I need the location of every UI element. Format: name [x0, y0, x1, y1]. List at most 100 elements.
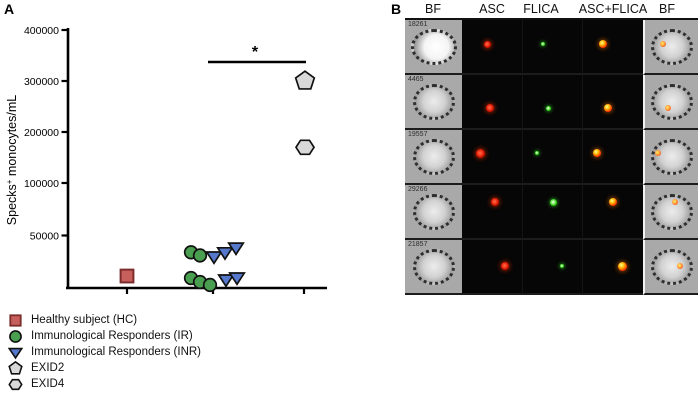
- legend-marker-circle-icon: [9, 329, 22, 343]
- merged-speck-dot: [593, 149, 601, 157]
- legend-marker-triangle-down-icon: [8, 347, 23, 359]
- cell-id: 21857: [408, 241, 428, 248]
- flica-speck-dot: [535, 151, 539, 155]
- y-tick-label-1: 300000: [24, 76, 59, 88]
- panelb-col-bf-left: BF: [425, 2, 441, 16]
- asc-flica-cell: [582, 185, 643, 240]
- flica-speck-dot: [549, 198, 557, 206]
- panelb-col-flica: FLICA: [523, 2, 559, 16]
- legend-marker-hexagon-icon: [8, 378, 23, 390]
- imagestream-row-4465: 4465: [405, 75, 698, 130]
- legend-label-2: Immunological Responders (INR): [31, 346, 202, 358]
- legend-item-2: Immunological Responders (INR): [8, 344, 201, 360]
- bf-overlay-cell: [643, 75, 698, 130]
- scatter-plot: 400000 300000 200000 100000 50000 Specks+ mon…: [5, 25, 327, 294]
- marker-circle: [192, 248, 208, 263]
- panelb-col-asc: ASC: [479, 2, 505, 16]
- legend-marker-square-icon: [9, 313, 22, 327]
- legend-square-shape: [9, 313, 22, 327]
- panelb-col-bf-right: BF: [659, 2, 675, 16]
- bf-overlay-speck-dot: [677, 263, 683, 269]
- cell-id: 19557: [408, 131, 428, 138]
- asc-speck-dot: [491, 198, 499, 206]
- flica-cell: [522, 75, 582, 130]
- bf-overlay-speck-dot: [660, 41, 666, 47]
- merged-speck-dot: [604, 104, 612, 112]
- panelb-col-asc-flica: ASC+FLICA: [578, 2, 648, 16]
- y-tick-label-4: 50000: [30, 230, 59, 242]
- marker-triangle-down: [205, 251, 223, 265]
- bf-cell: 29266: [405, 185, 462, 240]
- bf-cell: 18261: [405, 20, 462, 75]
- y-tick-label-3: 100000: [24, 178, 59, 190]
- merged-speck-dot: [617, 261, 627, 271]
- asc-cell: [462, 185, 522, 240]
- flica-cell: [522, 130, 582, 185]
- legend-item-3: EXID2: [8, 360, 201, 376]
- marker-circle: [202, 277, 218, 293]
- y-tick-label-0: 400000: [24, 25, 59, 37]
- asc-speck-dot: [486, 104, 494, 112]
- flica-cell: [522, 20, 582, 75]
- asc-flica-cell: [582, 75, 643, 130]
- merged-speck-dot: [599, 40, 607, 48]
- legend-hexagon-shape: [8, 378, 23, 390]
- marker-triangle-down: [216, 246, 234, 261]
- asc-flica-cell: [582, 20, 643, 75]
- flica-speck-dot: [541, 42, 545, 46]
- legend-label-4: EXID4: [31, 378, 65, 390]
- cell-id: 18261: [408, 21, 428, 28]
- marker-square: [119, 268, 135, 284]
- marker-triangle-down: [217, 274, 235, 288]
- asc-speck-dot: [501, 262, 509, 270]
- asc-speck-dot: [475, 148, 485, 158]
- bf-cell: 19557: [405, 130, 462, 185]
- legend-circle-shape: [9, 329, 22, 343]
- asc-cell: [462, 75, 522, 130]
- asc-cell: [462, 20, 522, 75]
- bf-overlay-speck-dot: [665, 105, 671, 111]
- legend-label-0: Healthy subject (HC): [31, 314, 138, 326]
- imagestream-row-21857: 21857: [405, 240, 698, 295]
- imagestream-strip: 18261 4465 19557 29266 21857: [405, 18, 698, 295]
- merged-speck-dot: [609, 198, 617, 206]
- asc-cell: [462, 130, 522, 185]
- marker-triangle-down: [228, 272, 246, 286]
- flica-speck-dot: [545, 105, 551, 111]
- marker-triangle-down: [227, 242, 245, 256]
- legend-label-1: Immunological Responders (IR): [31, 330, 193, 342]
- cell-image: [410, 28, 457, 65]
- cell-image: [650, 83, 693, 120]
- panel-a-label: A: [4, 1, 15, 17]
- imagestream-row-18261: 18261: [405, 20, 698, 75]
- cell-image: [412, 248, 455, 285]
- legend-triangle-down-shape: [8, 347, 23, 359]
- bf-cell: 4465: [405, 75, 462, 130]
- cell-image: [650, 248, 693, 285]
- cell-image: [650, 138, 693, 175]
- cell-id: 29266: [408, 186, 428, 193]
- cell-image: [412, 193, 455, 230]
- asc-flica-cell: [582, 240, 643, 295]
- y-axis-title: Specks+ monocytes/mL: [5, 95, 19, 225]
- marker-pentagon: [294, 70, 316, 90]
- legend-item-4: EXID4: [8, 376, 201, 392]
- asc-flica-cell: [582, 130, 643, 185]
- y-tick-label-2: 200000: [24, 127, 59, 139]
- legend-pentagon-shape: [8, 360, 23, 375]
- legend-item-1: Immunological Responders (IR): [8, 328, 201, 344]
- flica-cell: [522, 185, 582, 240]
- imagestream-row-19557: 19557: [405, 130, 698, 185]
- bf-overlay-cell: [643, 240, 698, 295]
- flica-cell: [522, 240, 582, 295]
- cell-image: [412, 138, 455, 175]
- bf-overlay-cell: [643, 185, 698, 240]
- cell-id: 4465: [408, 76, 424, 83]
- legend-item-0: Healthy subject (HC): [8, 312, 201, 328]
- legend-marker-pentagon-icon: [8, 360, 23, 375]
- asc-cell: [462, 240, 522, 295]
- cell-image: [650, 193, 693, 230]
- panel-b-label: B: [391, 1, 402, 17]
- bf-cell: 21857: [405, 240, 462, 295]
